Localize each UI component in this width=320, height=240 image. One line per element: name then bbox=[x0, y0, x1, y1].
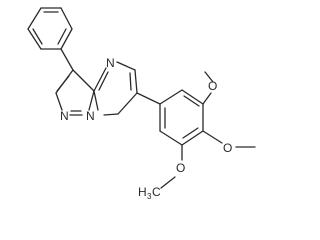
methoxy-right bbox=[202, 130, 256, 148]
methyl-h: H bbox=[138, 185, 147, 199]
phenyl-ring bbox=[27, 7, 73, 50]
methoxy-top bbox=[202, 71, 214, 105]
bond-core-aryl bbox=[136, 92, 161, 105]
trimethoxyphenyl-ring bbox=[159, 89, 204, 146]
methyl-c: C bbox=[152, 185, 161, 199]
atom-n-pyrimidine: N bbox=[106, 56, 115, 70]
atom-o-bottom: O bbox=[176, 161, 185, 175]
atom-n-bridgehead: N bbox=[86, 109, 95, 123]
methyl-subscript: 3 bbox=[147, 192, 152, 201]
pyrimidine-ring bbox=[93, 61, 138, 116]
structure-canvas: N N N O O O H 3 C bbox=[27, 7, 256, 201]
bond-phenyl-c3 bbox=[60, 48, 74, 71]
pyrazole-ring bbox=[55, 69, 95, 116]
methyl-bottom-label: H 3 C bbox=[138, 185, 161, 201]
molecule-diagram: N N N O O O H 3 C bbox=[27, 7, 256, 201]
atom-o-right: O bbox=[223, 141, 232, 155]
methoxy-bottom bbox=[160, 144, 183, 189]
atom-n-pyrazole: N bbox=[60, 109, 69, 123]
atom-o-top: O bbox=[208, 79, 217, 93]
